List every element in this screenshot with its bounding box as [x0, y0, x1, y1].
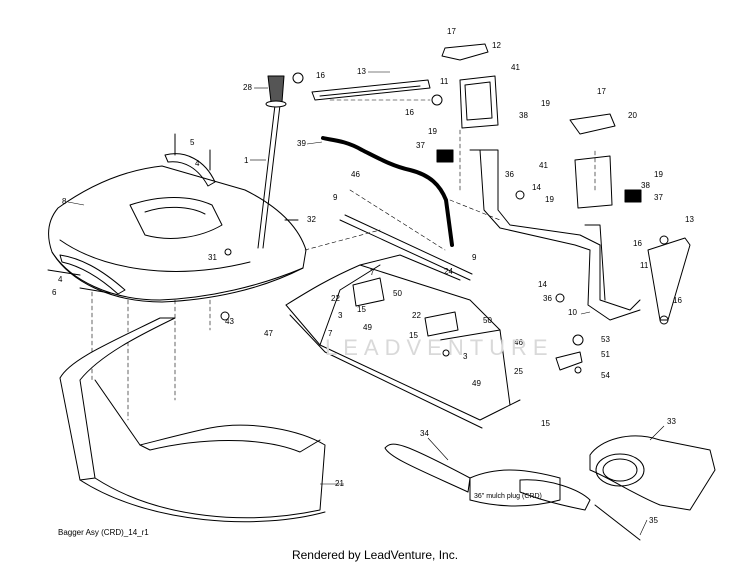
- callout-15c: 15: [541, 419, 550, 428]
- callout-19d: 19: [545, 195, 554, 204]
- mount-plate-part: [352, 277, 459, 337]
- callout-22: 22: [331, 294, 340, 303]
- callout-37: 37: [416, 141, 425, 150]
- callout-19c: 19: [654, 170, 663, 179]
- mounting-bracket-part: [441, 43, 616, 209]
- handle-rod-part: [257, 75, 287, 249]
- rubber-block-part: [624, 189, 642, 203]
- bumper-bar-part: [321, 136, 454, 247]
- mulch-plug-label: 36" mulch plug (CRD): [474, 493, 542, 500]
- callout-17b: 17: [597, 87, 606, 96]
- callout-50b: 50: [483, 316, 492, 325]
- callout-33: 33: [667, 417, 676, 426]
- callout-3b: 3: [463, 352, 468, 361]
- callout-labels: 1 3 3 4 4 5 6 7 7 8 9 9 10 11 11 12 13 1…: [52, 27, 694, 525]
- callout-46b: 46: [514, 338, 523, 347]
- callout-7b: 7: [328, 329, 333, 338]
- callout-16c: 16: [633, 239, 642, 248]
- callout-1: 1: [244, 156, 249, 165]
- callout-14b: 14: [538, 280, 547, 289]
- callout-16d: 16: [673, 296, 682, 305]
- callout-16: 16: [316, 71, 325, 80]
- callout-19: 19: [541, 99, 550, 108]
- callout-35: 35: [649, 516, 658, 525]
- callout-10: 10: [568, 308, 577, 317]
- callout-13b: 13: [685, 215, 694, 224]
- rod-assembly-part: [469, 149, 641, 321]
- callout-36: 36: [505, 170, 514, 179]
- callout-22b: 22: [412, 311, 421, 320]
- callout-16b: 16: [405, 108, 414, 117]
- callout-3: 3: [338, 311, 343, 320]
- callout-54: 54: [601, 371, 610, 380]
- callout-20: 20: [628, 111, 637, 120]
- callout-49b: 49: [472, 379, 481, 388]
- callout-24: 24: [444, 267, 453, 276]
- callout-28: 28: [243, 83, 252, 92]
- callout-41: 41: [511, 63, 520, 72]
- bag-frame-part: [285, 214, 521, 429]
- hardware-bolts: [47, 133, 299, 294]
- callout-9b: 9: [472, 253, 477, 262]
- callout-leaders: [67, 71, 665, 536]
- callout-51: 51: [601, 350, 610, 359]
- credit-caption: Rendered by LeadVenture, Inc.: [291, 548, 459, 562]
- latch-part: [555, 351, 583, 371]
- callout-6: 6: [52, 288, 57, 297]
- callout-12: 12: [492, 41, 501, 50]
- callout-32: 32: [307, 215, 316, 224]
- callout-8: 8: [62, 197, 67, 206]
- diagram-code: Bagger Asy (CRD)_14_r1: [58, 528, 149, 537]
- rubber-block-part: [436, 149, 454, 163]
- callout-37b: 37: [654, 193, 663, 202]
- callout-53: 53: [601, 335, 610, 344]
- bag-body-part: [59, 317, 326, 523]
- strap-handle-part: [59, 153, 216, 295]
- callout-31: 31: [208, 253, 217, 262]
- mulch-plug-assembly-part: [384, 435, 716, 541]
- callout-15b: 15: [409, 331, 418, 340]
- callout-15: 15: [357, 305, 366, 314]
- callout-5: 5: [190, 138, 195, 147]
- callout-46: 46: [351, 170, 360, 179]
- callout-36b: 36: [543, 294, 552, 303]
- callout-7: 7: [370, 268, 375, 277]
- callout-19b: 19: [428, 127, 437, 136]
- callout-13: 13: [357, 67, 366, 76]
- callout-47: 47: [264, 329, 273, 338]
- callout-4b: 4: [58, 275, 63, 284]
- callout-11b: 11: [640, 261, 649, 270]
- callout-9: 9: [333, 193, 338, 202]
- hardware-nuts: [220, 72, 669, 374]
- watermark: LEADVENTURE: [325, 335, 554, 360]
- callout-17: 17: [447, 27, 456, 36]
- bag-cover-part: [48, 165, 307, 303]
- upper-bracket-part: [311, 79, 431, 101]
- callout-49: 49: [363, 323, 372, 332]
- callout-11: 11: [440, 77, 449, 86]
- callout-43: 43: [225, 317, 234, 326]
- callout-25: 25: [514, 367, 523, 376]
- callout-38b: 38: [641, 181, 650, 190]
- callout-4: 4: [195, 159, 200, 168]
- callout-50: 50: [393, 289, 402, 298]
- callout-34: 34: [420, 429, 429, 438]
- callout-39: 39: [297, 139, 306, 148]
- side-bracket-part: [647, 237, 691, 321]
- callout-38: 38: [519, 111, 528, 120]
- callout-41b: 41: [539, 161, 548, 170]
- callout-21: 21: [335, 479, 344, 488]
- callout-14: 14: [532, 183, 541, 192]
